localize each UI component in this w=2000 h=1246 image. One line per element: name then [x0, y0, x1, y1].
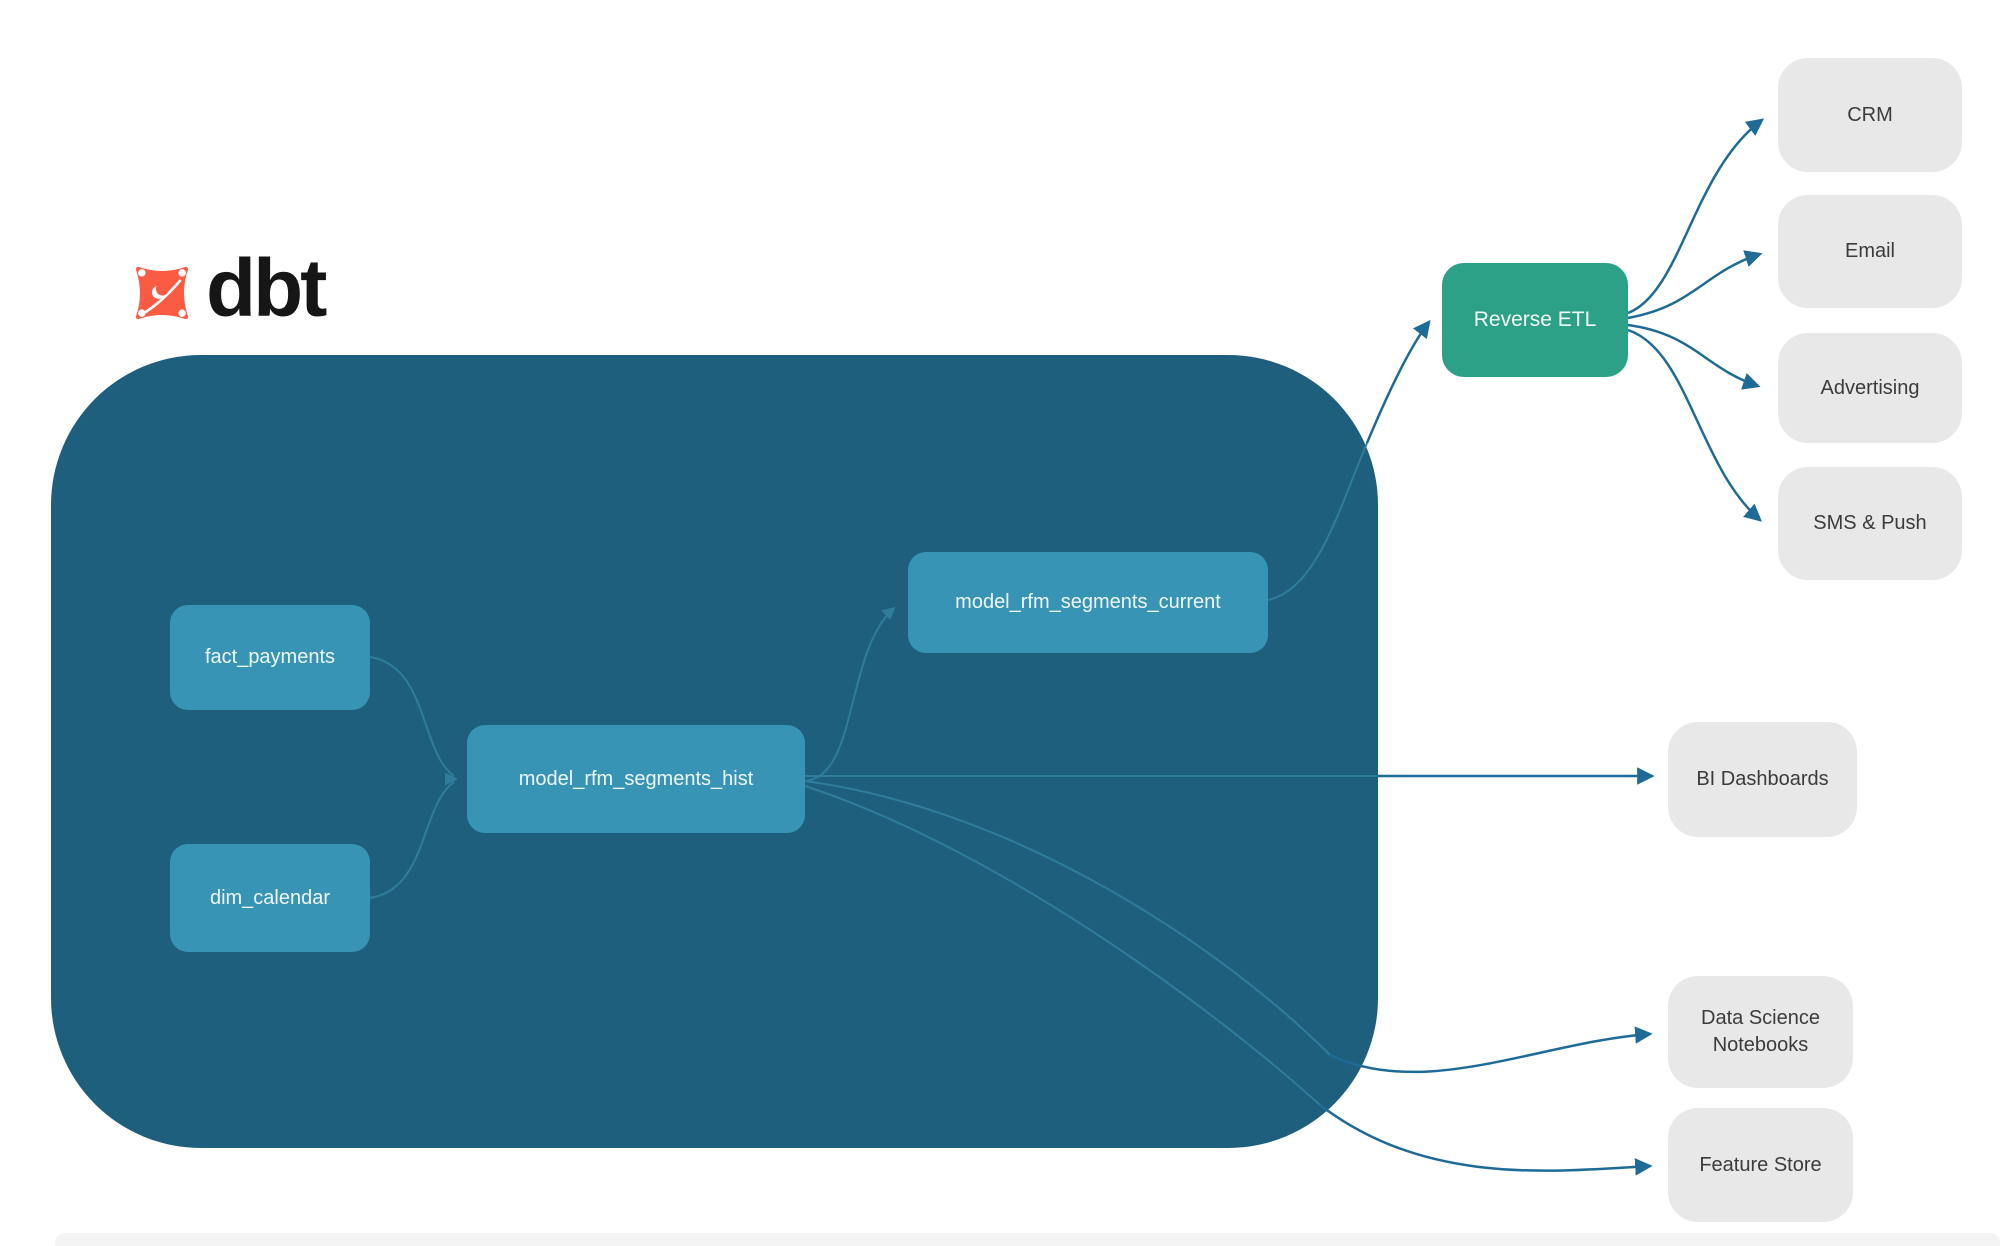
node-reverse-etl: Reverse ETL [1442, 263, 1628, 377]
node-label: Email [1844, 240, 1895, 262]
edge-reverse-etl-to-crm [1627, 118, 1765, 315]
edge-current-to-reverse-etl [1365, 319, 1431, 444]
node-sms-push: SMS & Push [1778, 467, 1962, 580]
edge-reverse-etl-to-advertising [1627, 323, 1761, 390]
node-dim-calendar: dim_calendar [170, 844, 370, 952]
node-advertising: Advertising [1778, 333, 1962, 443]
node-label: Advertising [1820, 376, 1920, 399]
node-crm: CRM [1778, 58, 1962, 172]
node-model-rfm-segments-hist: model_rfm_segments_hist [467, 725, 805, 833]
edge-reverse-etl-to-email [1627, 250, 1763, 320]
node-label: Data Science Notebooks [1701, 1007, 1820, 1056]
node-label: model_rfm_segments_current [955, 591, 1221, 613]
edge-hist-to-feature-store [1319, 1104, 1653, 1176]
edge-hist-to-data-science [1329, 1026, 1653, 1074]
edge-reverse-etl-to-sms-push [1627, 328, 1762, 522]
node-email: Email [1778, 195, 1962, 308]
node-label: model_rfm_segments_hist [518, 767, 754, 790]
node-fact-payments: fact_payments [170, 605, 370, 710]
node-label: dim_calendar [209, 886, 331, 909]
dbt-logo: dbt [126, 248, 327, 334]
node-label: BI Dashboards [1696, 768, 1829, 790]
dbt-star-icon [135, 266, 189, 320]
bottom-divider-band [55, 1233, 2000, 1246]
node-bi-dashboards: BI Dashboards [1668, 722, 1857, 837]
node-label: Feature Store [1699, 1153, 1822, 1176]
node-label: Reverse ETL [1473, 307, 1597, 331]
node-model-rfm-segments-current: model_rfm_segments_current [908, 552, 1268, 653]
dbt-logo-text: dbt [206, 243, 327, 334]
node-label: fact_payments [204, 646, 336, 668]
node-data-science-notebooks: Data Science Notebooks [1668, 976, 1853, 1088]
node-label: SMS & Push [1813, 512, 1927, 534]
node-feature-store: Feature Store [1668, 1108, 1853, 1222]
node-label: CRM [1847, 103, 1893, 126]
